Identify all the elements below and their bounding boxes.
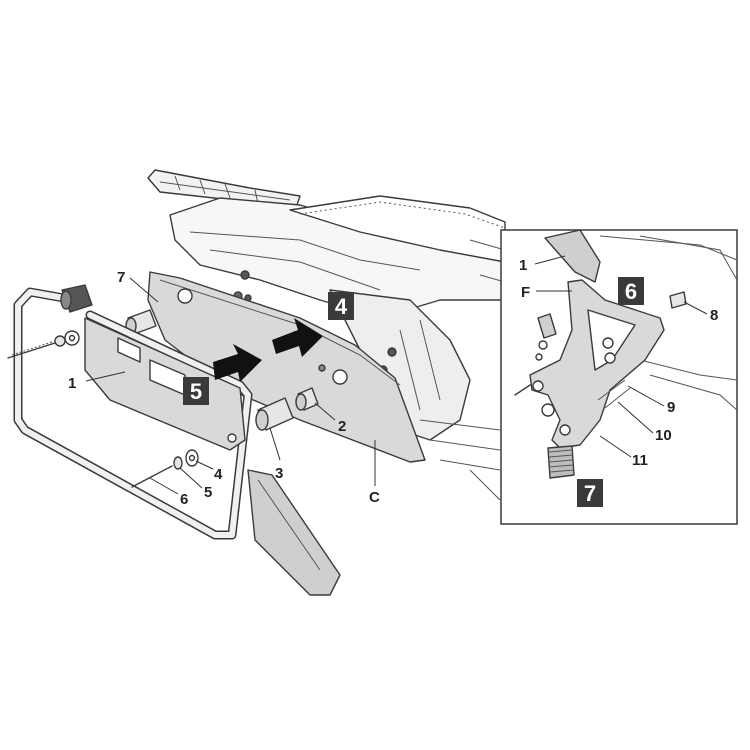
callout-detail-11: 11	[632, 452, 648, 469]
svg-text:4: 4	[335, 294, 348, 319]
plate-c-shape	[147, 271, 426, 463]
washer-5	[173, 456, 183, 470]
tail-body	[169, 197, 506, 319]
svg-text:7: 7	[584, 481, 596, 506]
mounting-plate-c	[147, 271, 426, 463]
arrow-step-4	[272, 318, 323, 357]
main-callouts: 7 1 2 3 4 5 6 C	[68, 269, 380, 508]
side-frame-1	[13, 284, 341, 596]
arrow-step-5	[213, 344, 262, 382]
spacers	[125, 309, 319, 431]
svg-text:5: 5	[190, 379, 202, 404]
lower-frame	[419, 419, 501, 501]
detail-part-1	[544, 229, 601, 283]
callout-main-7: 7	[117, 269, 125, 286]
callout-main-6: 6	[180, 491, 188, 508]
step-box-7: 7	[577, 479, 603, 507]
callout-main-3: 3	[275, 465, 283, 482]
screw-6	[131, 465, 173, 488]
callout-main-5: 5	[204, 484, 212, 501]
step-box-5: 5	[183, 377, 209, 405]
callout-detail-10: 10	[655, 427, 672, 444]
callout-detail-1: 1	[519, 257, 527, 274]
callout-detail-9: 9	[667, 399, 675, 416]
callout-detail-f: F	[521, 284, 530, 301]
detail-threaded-stud	[547, 445, 575, 479]
step-box-6: 6	[618, 277, 644, 305]
callout-main-4: 4	[214, 466, 223, 483]
callout-main-1: 1	[68, 375, 76, 392]
callout-detail-8: 8	[710, 307, 718, 324]
step-box-4: 4	[328, 292, 354, 320]
detail-spacer-top	[537, 313, 557, 339]
fasteners	[7, 330, 199, 488]
rear-rack	[147, 169, 301, 209]
motorcycle-rear	[147, 169, 506, 501]
callout-main-c: C	[369, 489, 380, 506]
detail-inset: 6 7 1 F 8 9 10 11	[500, 229, 738, 525]
svg-text:6: 6	[625, 279, 637, 304]
callout-main-2: 2	[338, 418, 346, 435]
